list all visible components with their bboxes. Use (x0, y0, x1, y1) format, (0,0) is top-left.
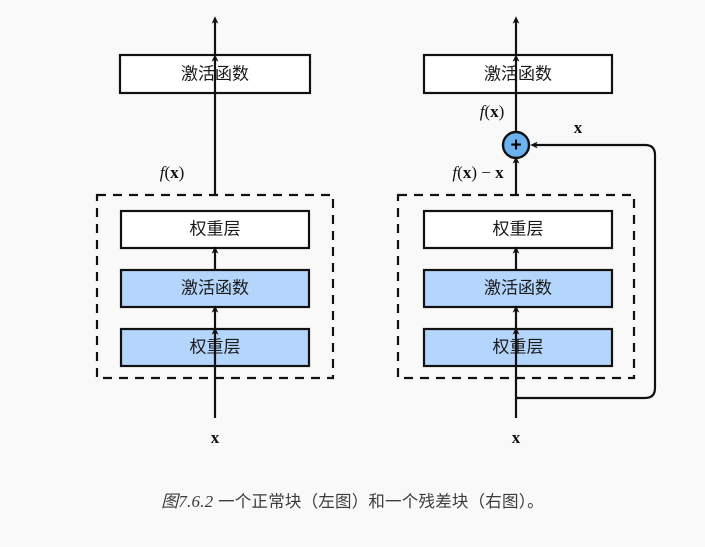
figure-caption-number: 图7.6.2 (161, 492, 214, 511)
right-activation-inner-label: 激活函数 (484, 278, 552, 297)
figure-caption-text: 一个正常块（左图）和一个残差块（右图）。 (213, 493, 544, 511)
right-edge-label-fx: f(x) (480, 102, 505, 121)
right-activation-inner-box (422, 268, 614, 309)
right-weight-layer-top-label: 权重层 (493, 219, 544, 238)
skip-connection-label: x (574, 118, 583, 137)
right-activation-top-label: 激活函数 (484, 64, 552, 83)
left-activation-inner-label: 激活函数 (181, 278, 249, 297)
left-input-label: x (211, 428, 220, 447)
left-weight-layer-top-box (119, 209, 311, 250)
left-edge-label-fx: f(x) (160, 163, 185, 182)
right-weight-layer-bottom-label: 权重层 (493, 337, 544, 356)
left-weight-layer-top-label: 权重层 (190, 219, 241, 238)
right-edge-label-residual: f(x) − x (452, 163, 504, 182)
right-input-label: x (512, 428, 521, 447)
add-node-plus-symbol: + (510, 135, 521, 156)
left-activation-inner-box (119, 268, 311, 309)
right-weight-layer-top-box (422, 209, 614, 250)
right-block-group: 激活函数 f(x) x + f(x) − x 权重层 (396, 16, 657, 447)
skip-connection-path (516, 141, 657, 400)
left-block-group: 激活函数 f(x) 权重层 激活函数 权重层 x (95, 16, 335, 447)
figure-caption: 图7.6.2 一个正常块（左图）和一个残差块（右图）。 (0, 487, 705, 512)
